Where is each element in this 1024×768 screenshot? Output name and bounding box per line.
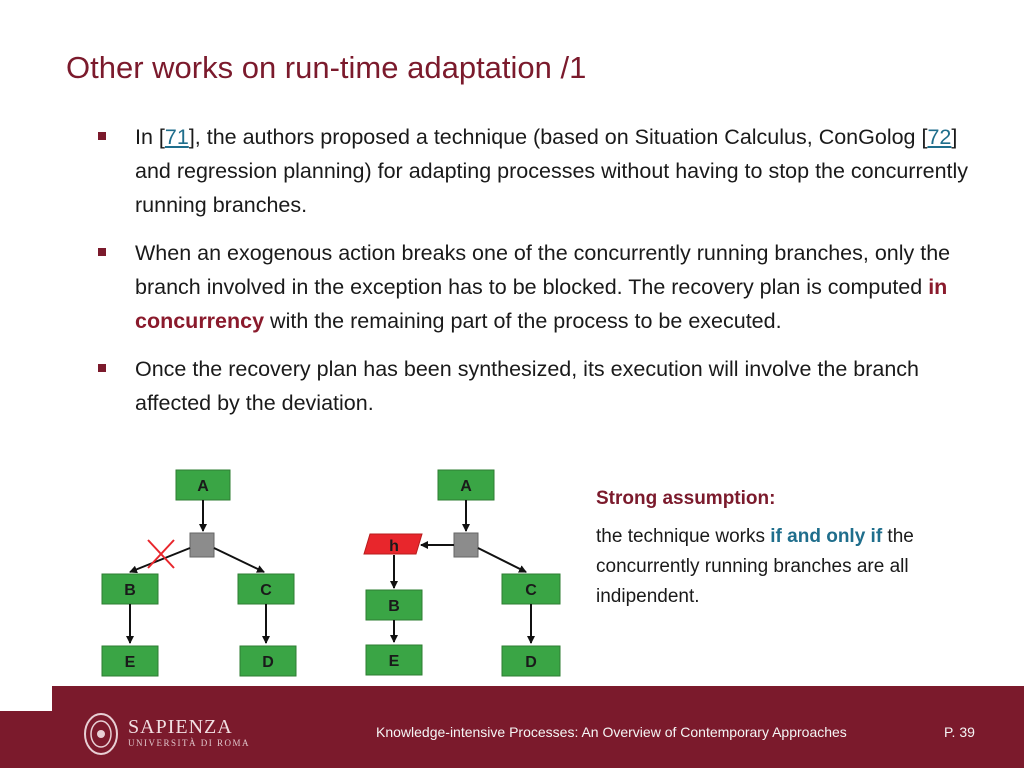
right-process-graph: A h B E C D [363,469,561,677]
node-e-label: E [125,654,136,671]
logo-subtitle: UNIVERSITÀ DI ROMA [128,738,250,748]
node-d-label: D [262,654,274,671]
node-d-label: D [525,654,537,671]
course-title: Knowledge-intensive Processes: An Overvi… [376,724,847,740]
footer-bar [0,686,1024,768]
node-e-label: E [389,653,400,670]
gateway [453,532,479,558]
square-bullet-icon [98,364,106,372]
node-a-label: A [460,478,472,495]
reference-link-71[interactable]: 71 [164,125,189,149]
node-a-label: A [197,478,209,495]
node-e [365,644,423,676]
exception-node-h [363,533,423,555]
process-diagram: A B C E D A h B E C [101,469,561,677]
emphasis-text: in concurrency [135,275,948,333]
university-seal-icon [84,713,118,755]
node-d [239,645,297,677]
node-c-label: C [260,582,272,599]
bullet-list: In [71], the authors proposed a techniqu… [98,120,998,434]
node-b [101,573,159,605]
assumption-emphasis: if and only if [770,526,883,547]
bullet-item: When an exogenous action breaks one of t… [98,236,998,338]
assumption-text: the technique works if and only if the c… [596,526,914,607]
node-h-label: h [389,538,399,555]
assumption-note: Strong assumption: the technique works i… [596,484,1006,612]
reference-link-72[interactable]: 72 [927,125,952,149]
node-e [101,645,159,677]
bullet-item: Once the recovery plan has been synthesi… [98,352,998,420]
node-d [501,645,561,677]
node-c-label: C [525,582,537,599]
broken-branch-cross-icon [147,539,175,569]
page-number: P. 39 [944,724,975,740]
assumption-heading: Strong assumption: [596,488,776,509]
footer-notch [0,686,52,711]
square-bullet-icon [98,248,106,256]
node-b-label: B [388,598,400,615]
gateway [189,532,215,558]
node-a [175,469,231,501]
square-bullet-icon [98,132,106,140]
node-b-label: B [124,582,136,599]
bullet-item: In [71], the authors proposed a techniqu… [98,120,998,222]
left-process-graph: A B C E D [101,469,297,677]
logo-wordmark: SAPIENZA [128,716,233,738]
slide-title: Other works on run-time adaptation /1 [66,50,587,85]
